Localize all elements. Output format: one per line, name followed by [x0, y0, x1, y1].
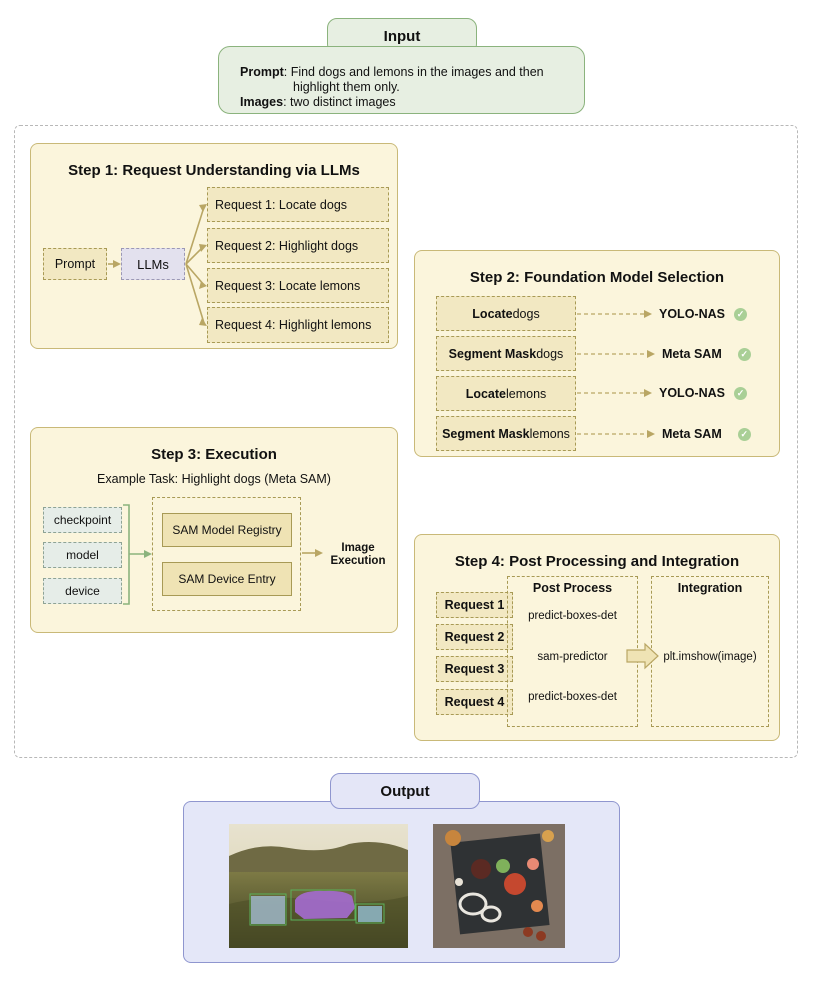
sam-model-registry: SAM Model Registry	[162, 513, 292, 547]
prompt-text-2: highlight them only.	[293, 80, 400, 94]
model-row-4: Meta SAM ✓	[662, 426, 751, 442]
images-label: Images	[240, 95, 284, 109]
check-icon: ✓	[733, 386, 747, 400]
task-box-4: Segment Mask lemons	[436, 416, 576, 451]
s4-request-4: Request 4	[436, 689, 513, 715]
task-3-bold: Locate	[465, 386, 506, 401]
integration-item: plt.imshow(image)	[663, 651, 757, 663]
step2-title: Step 2: Foundation Model Selection	[469, 269, 725, 286]
check-icon: ✓	[737, 427, 751, 441]
integration-zone: Integration plt.imshow(image)	[651, 576, 769, 727]
output-image-lemons	[433, 824, 565, 948]
prompt-text: : Find dogs and lemons in the images and…	[283, 65, 544, 79]
check-icon: ✓	[733, 307, 747, 321]
request-box-1: Request 1: Locate dogs	[207, 187, 389, 222]
image-execution-line1: Image	[341, 542, 375, 554]
check-icon: ✓	[737, 347, 751, 361]
task-2-bold: Segment Mask	[448, 346, 537, 361]
prompt-label: Prompt	[240, 65, 284, 79]
input-model: model	[43, 542, 122, 568]
step1-prompt-box: Prompt	[43, 248, 107, 280]
post-process-zone: Post Process predict-boxes-det sam-predi…	[507, 576, 638, 727]
task-2-rest: dogs	[536, 346, 564, 361]
step1-llms-box: LLMs	[121, 248, 185, 280]
step4-title: Step 4: Post Processing and Integration	[454, 553, 740, 570]
task-1-rest: dogs	[512, 306, 540, 321]
sam-zone	[152, 497, 301, 611]
request-box-4: Request 4: Highlight lemons	[207, 307, 389, 343]
post-process-title: Post Process	[532, 581, 613, 595]
integration-title: Integration	[677, 581, 743, 595]
request-box-2: Request 2: Highlight dogs	[207, 228, 389, 263]
input-device: device	[43, 578, 122, 604]
images-text: : two distinct images	[283, 95, 396, 109]
task-4-rest: lemons	[529, 426, 570, 441]
pipeline-container	[14, 125, 798, 758]
model-row-3: YOLO-NAS ✓	[659, 385, 747, 401]
model-4-label: Meta SAM	[662, 427, 722, 441]
model-1-label: YOLO-NAS	[659, 307, 725, 321]
task-1-bold: Locate	[472, 306, 513, 321]
model-row-2: Meta SAM ✓	[662, 346, 751, 362]
request-box-3: Request 3: Locate lemons	[207, 268, 389, 303]
s4-request-2: Request 2	[436, 624, 513, 650]
model-row-1: YOLO-NAS ✓	[659, 306, 747, 322]
task-box-1: Locate dogs	[436, 296, 576, 331]
s4-request-3: Request 3	[436, 656, 513, 682]
task-3-rest: lemons	[506, 386, 547, 401]
task-box-2: Segment Mask dogs	[436, 336, 576, 371]
post-item-1: predict-boxes-det	[528, 610, 617, 622]
post-item-2: sam-predictor	[537, 651, 608, 663]
task-box-3: Locate lemons	[436, 376, 576, 411]
step3-title: Step 3: Execution	[151, 446, 277, 463]
model-2-label: Meta SAM	[662, 347, 722, 361]
input-checkpoint: checkpoint	[43, 507, 122, 533]
step1-title: Step 1: Request Understanding via LLMs	[68, 162, 360, 179]
image-execution-line2: Execution	[330, 555, 386, 567]
task-4-bold: Segment Mask	[442, 426, 530, 441]
image-execution-label: Image Execution	[328, 542, 388, 568]
s4-request-1: Request 1	[436, 592, 513, 618]
input-box: Prompt: Find dogs and lemons in the imag…	[218, 46, 585, 114]
output-image-dogs	[229, 824, 408, 948]
post-item-3: predict-boxes-det	[528, 691, 617, 703]
output-title: Output	[330, 773, 480, 809]
step3-subtitle: Example Task: Highlight dogs (Meta SAM)	[97, 472, 331, 486]
model-3-label: YOLO-NAS	[659, 386, 725, 400]
sam-device-entry: SAM Device Entry	[162, 562, 292, 596]
